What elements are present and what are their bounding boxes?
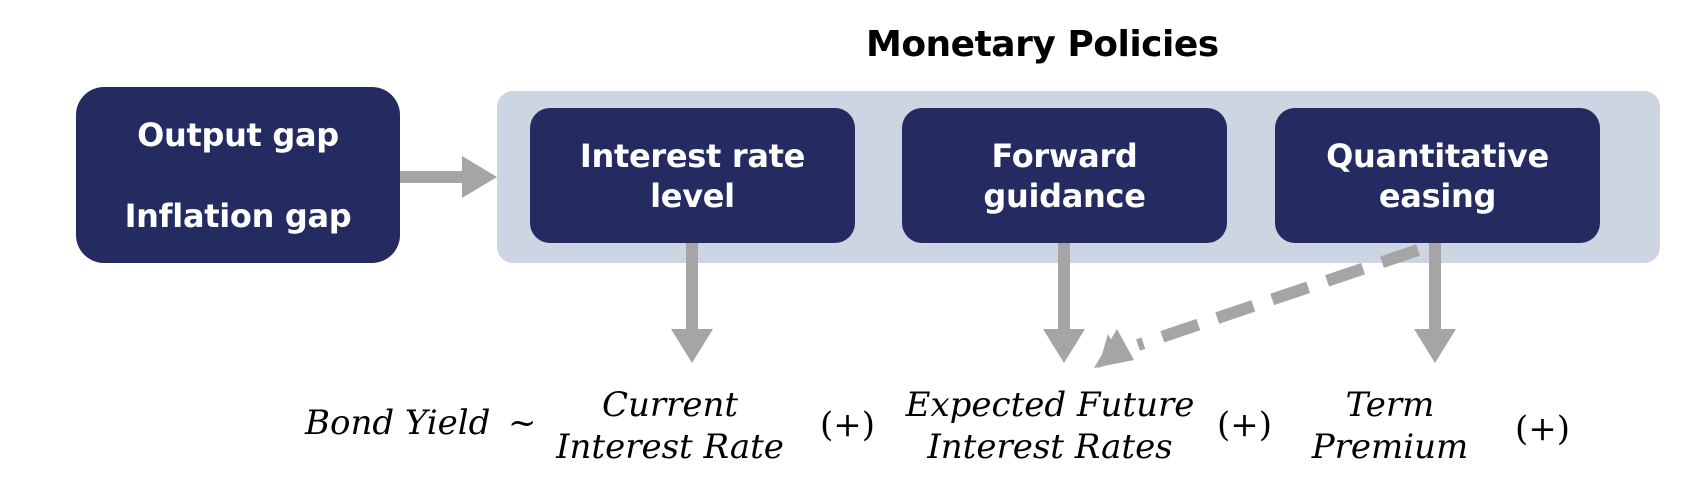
quantitative-easing-box: Quantitative easing	[1275, 108, 1600, 243]
interest-rate-level-box: Interest rate level	[530, 108, 855, 243]
expected-future-rates-term: Expected Future Interest Rates	[900, 384, 1200, 468]
term-premium-line2: Premium	[1311, 427, 1469, 467]
forward-guidance-box: Forward guidance	[902, 108, 1227, 243]
current-interest-rate-term: Current Interest Rate	[545, 384, 795, 468]
plus-sign-1: (+)	[820, 405, 876, 445]
dashed-arrow-qe-to-expected	[1094, 244, 1420, 368]
quantitative-easing-line2: easing	[1378, 176, 1497, 215]
gaps-box: Output gap Inflation gap	[76, 87, 400, 263]
approx-sign: ~	[508, 403, 537, 443]
quantitative-easing-line1: Quantitative	[1326, 136, 1549, 175]
diagram-title: Monetary Policies	[866, 24, 1219, 65]
arrow-interest-rate-to-current	[671, 243, 713, 363]
arrow-qe-to-term-premium	[1414, 243, 1456, 363]
forward-guidance-line1: Forward	[991, 136, 1138, 175]
interest-rate-level-line1: Interest rate	[579, 136, 806, 175]
arrow-gaps-to-policies	[400, 156, 497, 198]
bond-yield-label: Bond Yield	[305, 403, 491, 443]
inflation-gap-label: Inflation gap	[124, 196, 352, 235]
term-premium-line1: Term	[1345, 385, 1435, 425]
output-gap-label: Output gap	[137, 115, 339, 154]
expected-future-rates-line1: Expected Future	[905, 385, 1195, 425]
term-premium-term: Term Premium	[1295, 384, 1485, 468]
plus-sign-3: (+)	[1515, 409, 1571, 449]
forward-guidance-line2: guidance	[983, 176, 1146, 215]
interest-rate-level-line2: level	[650, 176, 735, 215]
arrow-forward-guidance-to-expected	[1043, 243, 1085, 363]
current-interest-rate-line2: Interest Rate	[556, 427, 784, 467]
plus-sign-2: (+)	[1217, 405, 1273, 445]
current-interest-rate-line1: Current	[601, 385, 739, 425]
expected-future-rates-line2: Interest Rates	[927, 427, 1173, 467]
